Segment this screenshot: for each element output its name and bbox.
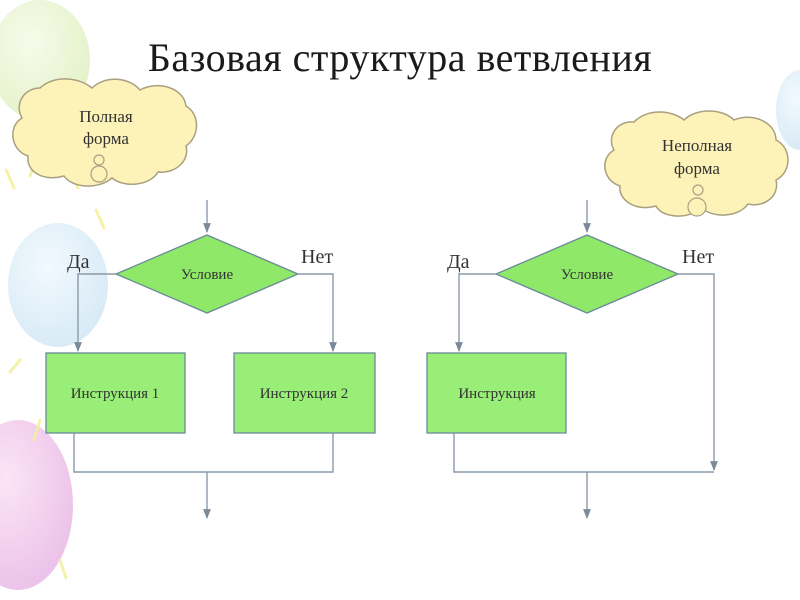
process-instruction-1: [45, 352, 186, 434]
no-label: Нет: [301, 246, 333, 268]
callout-cloud-shape: [12, 78, 198, 187]
callout-text-line2: форма: [674, 159, 720, 178]
balloon-blue-right: [776, 70, 800, 150]
callout-text-line1: Полная: [79, 107, 133, 126]
callout-bubble-large: [90, 165, 108, 183]
merge-connector: [453, 433, 714, 473]
merge-connector: [73, 433, 334, 473]
slide-title: Базовая структура ветвления: [147, 35, 653, 80]
yes-label: Да: [447, 251, 470, 273]
callout-text-line1: Неполная: [662, 136, 732, 155]
process-instruction: [426, 352, 567, 434]
flowchart-full-form: Полная форма Условие Да Нет Инструкция 1…: [12, 78, 376, 519]
decision-label: Условие: [561, 267, 614, 283]
no-label: Нет: [682, 246, 714, 268]
callout-full-form: Полная форма: [12, 78, 198, 187]
decision-condition: [114, 234, 300, 314]
callout-cloud-shape: [604, 110, 789, 217]
balloon-blue: [8, 223, 108, 347]
no-branch-connector: [298, 273, 337, 352]
process-instruction-1-label: Инструкция 1: [71, 386, 160, 402]
callout-bubble-small: [692, 184, 704, 196]
no-branch-connector: [678, 273, 718, 471]
yes-branch-connector: [74, 273, 116, 352]
process-instruction-2: [233, 352, 376, 434]
decision-condition: [494, 234, 680, 314]
callout-text-line2: форма: [83, 129, 129, 148]
decision-label: Условие: [181, 267, 234, 283]
yes-label: Да: [67, 251, 90, 273]
process-instruction-2-label: Инструкция 2: [260, 386, 349, 402]
yes-branch-connector: [455, 273, 496, 352]
callout-partial-form: Неполная форма: [604, 110, 789, 217]
callout-bubble-small: [93, 154, 105, 166]
flowchart-partial-form: Неполная форма Условие Да Нет Инструкция: [426, 110, 789, 519]
process-instruction-label: Инструкция: [458, 386, 535, 402]
balloon-pink: [0, 420, 73, 590]
callout-bubble-large: [687, 197, 707, 217]
